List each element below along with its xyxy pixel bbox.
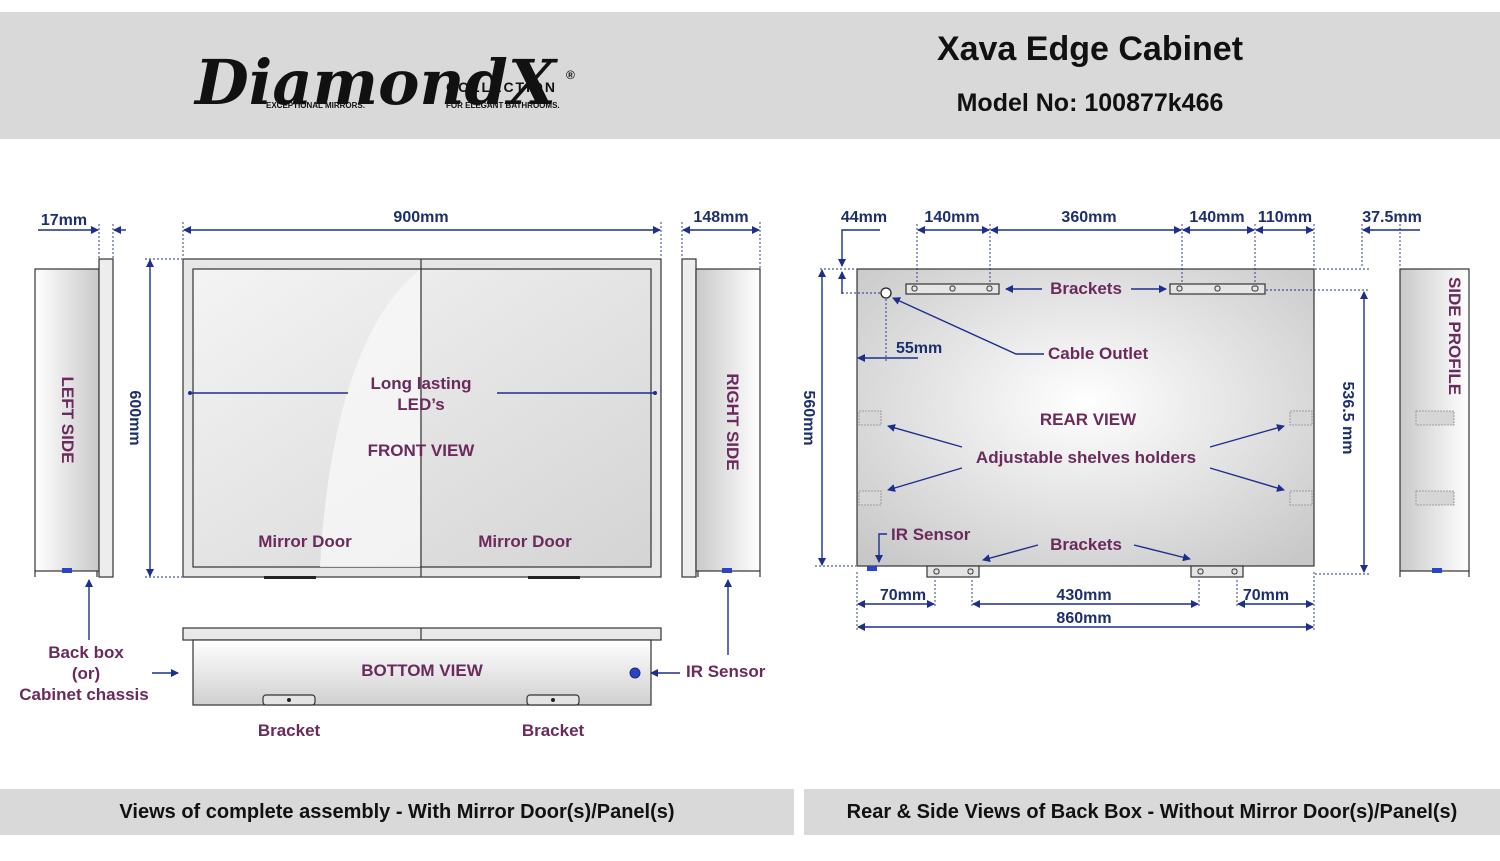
dim-left-depth: 17mm <box>41 212 87 229</box>
front-view <box>182 258 662 579</box>
dim-rear-height: 560mm <box>800 390 817 445</box>
dim-side-depth: 37.5mm <box>1362 209 1422 226</box>
left-side-label: LEFT SIDE <box>58 377 77 464</box>
right-side-label: RIGHT SIDE <box>723 373 742 470</box>
footer-caption-left: Views of complete assembly - With Mirror… <box>0 789 794 835</box>
shelves-holders-label: Adjustable shelves holders <box>976 448 1196 467</box>
bottom-view <box>182 627 662 706</box>
page-title: Xava Edge Cabinet <box>936 30 1244 68</box>
leds-label-line1: Long lasting <box>370 374 471 393</box>
dim-bracket-w1: 140mm <box>924 209 979 226</box>
logo-tagline-right: FOR ELEGANT BATHROOMS. <box>446 101 560 110</box>
dim-bracket-gap: 360mm <box>1061 209 1116 226</box>
rear-view-label: REAR VIEW <box>1040 410 1137 429</box>
ir-sensor-label-left: IR Sensor <box>686 662 766 681</box>
leds-label-line2: LED’s <box>397 395 445 414</box>
dim-inner-height: 536.5 mm <box>1339 382 1356 455</box>
left-side-view <box>34 258 114 578</box>
dim-bracket-w2: 140mm <box>1189 209 1244 226</box>
ir-sensor-marker-right <box>722 568 732 573</box>
backbox-label-2: (or) <box>72 664 100 683</box>
backbox-label-3: Cabinet chassis <box>19 685 148 704</box>
dim-right-offset: 110mm <box>1258 209 1312 226</box>
bottom-view-label: BOTTOM VIEW <box>361 661 483 680</box>
backbox-label-1: Back box <box>48 643 124 662</box>
mirror-door-right-label: Mirror Door <box>478 532 572 551</box>
logo-tagline-left: EXCEPTIONAL MIRRORS. <box>266 101 365 110</box>
brackets-bottom-label: Brackets <box>1050 535 1122 554</box>
logo-collection: COLLECTION <box>446 79 557 95</box>
brand-logo: DiamondX COLLECTION ® EXCEPTIONAL MIRROR… <box>193 46 575 119</box>
footer-caption-right: Rear & Side Views of Back Box - Without … <box>804 789 1500 835</box>
dim-bottom-right: 70mm <box>1243 587 1289 604</box>
dim-top-offset: 44mm <box>841 209 887 226</box>
side-profile-label: SIDE PROFILE <box>1445 277 1464 395</box>
cable-outlet-label: Cable Outlet <box>1048 344 1148 363</box>
bracket-right-label: Bracket <box>522 721 585 740</box>
brackets-top-label: Brackets <box>1050 279 1122 298</box>
bracket-left-label: Bracket <box>258 721 321 740</box>
ir-sensor-dot <box>629 667 641 679</box>
right-side-view <box>681 258 761 578</box>
dim-bottom-left: 70mm <box>880 587 926 604</box>
logo-registered-mark: ® <box>566 68 575 82</box>
logo-wordmark: DiamondX <box>193 46 559 119</box>
header-band <box>0 12 1500 139</box>
dim-bottom-gap: 430mm <box>1056 587 1111 604</box>
rear-ir-sensor-marker <box>867 566 877 571</box>
dim-width: 900mm <box>393 209 448 226</box>
mirror-door-left-label: Mirror Door <box>258 532 352 551</box>
rear-view <box>856 268 1315 578</box>
side-profile-view <box>1399 268 1470 577</box>
front-view-label: FRONT VIEW <box>368 441 476 460</box>
dim-height: 600mm <box>126 390 143 445</box>
dim-total-width: 860mm <box>1056 610 1111 627</box>
ir-sensor-marker <box>62 568 72 573</box>
dim-outlet-offset: 55mm <box>896 340 942 357</box>
rear-ir-sensor-label: IR Sensor <box>891 525 971 544</box>
dim-right-depth: 148mm <box>693 209 748 226</box>
model-number: Model No: 100877k466 <box>956 89 1224 117</box>
